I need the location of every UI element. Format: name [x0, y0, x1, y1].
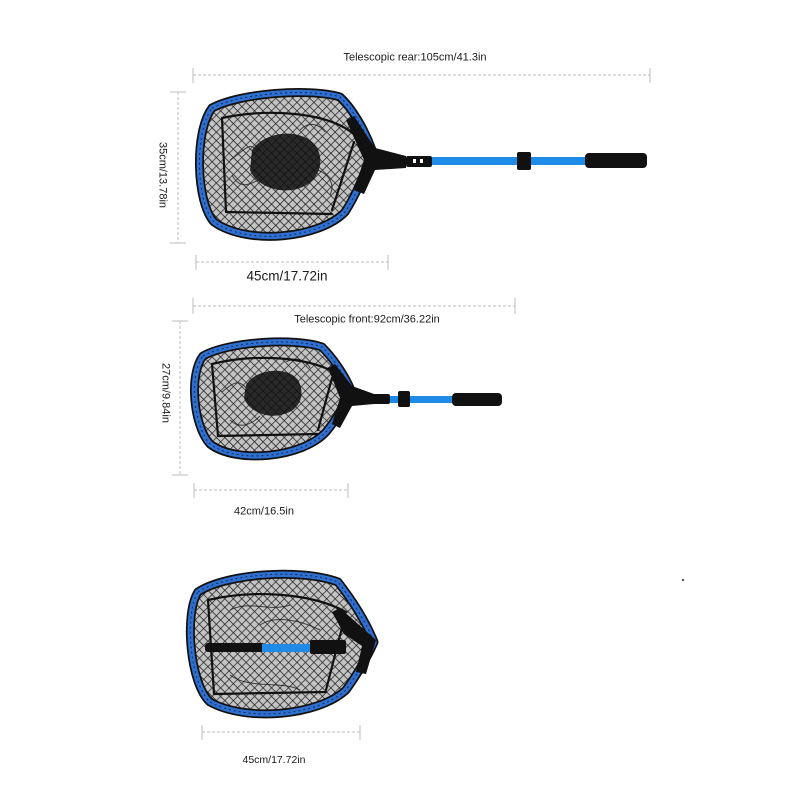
landing-net-extended-rear [195, 88, 647, 241]
front-length-label: Telescopic front:92cm/36.22in [294, 313, 440, 326]
dimension-front-length [192, 298, 516, 314]
net2-height-label: 27cm/9.84in [159, 363, 172, 423]
telescopic-pole [432, 157, 588, 165]
net-inner-frame [210, 356, 336, 438]
dimension-net3-width [201, 725, 361, 740]
landing-net-extended-front [190, 337, 502, 461]
net-rim-stitching [194, 341, 351, 457]
handle-grip [585, 153, 647, 168]
net-rim [187, 571, 377, 717]
folded-telescopic-pole [262, 644, 312, 652]
rear-length-label: Telescopic rear:105cm/41.3in [343, 51, 487, 64]
net-inner-frame [206, 593, 348, 696]
handle-grip [452, 393, 502, 406]
dimension-net1-height [170, 91, 186, 244]
pole-lock-clip [398, 391, 410, 407]
fish-in-net [244, 370, 302, 416]
net1-height-label: 35cm/13.78in [156, 141, 169, 209]
dimension-net2-height [172, 320, 188, 476]
pole-lock-clip [517, 152, 531, 170]
pole-connector [406, 156, 432, 167]
net-yoke [328, 364, 374, 428]
connector-button [420, 159, 423, 163]
net3-width-label: 45cm/17.72in [242, 753, 306, 766]
net-yoke [332, 608, 376, 674]
folded-handle-grip [205, 643, 265, 652]
net-strands [229, 123, 333, 196]
fish-in-net [250, 133, 321, 191]
landing-net-folded [185, 569, 379, 719]
net-rim-stitching [199, 92, 373, 237]
connector-button [413, 159, 416, 163]
net-strands [221, 358, 311, 426]
net1-width-label: 45cm/17.72in [246, 268, 328, 284]
dimension-net1-width [195, 255, 389, 270]
net-yoke [346, 116, 406, 194]
speck [681, 578, 685, 582]
net-inner-frame [220, 111, 358, 216]
dimension-rear-length [192, 68, 651, 83]
net2-width-label: 42cm/16.5in [234, 505, 294, 518]
dimension-net2-width [193, 483, 349, 498]
folded-pole-connector [310, 640, 346, 654]
net-strands [229, 604, 321, 691]
pole-connector [372, 394, 390, 404]
telescopic-pole [390, 396, 456, 403]
